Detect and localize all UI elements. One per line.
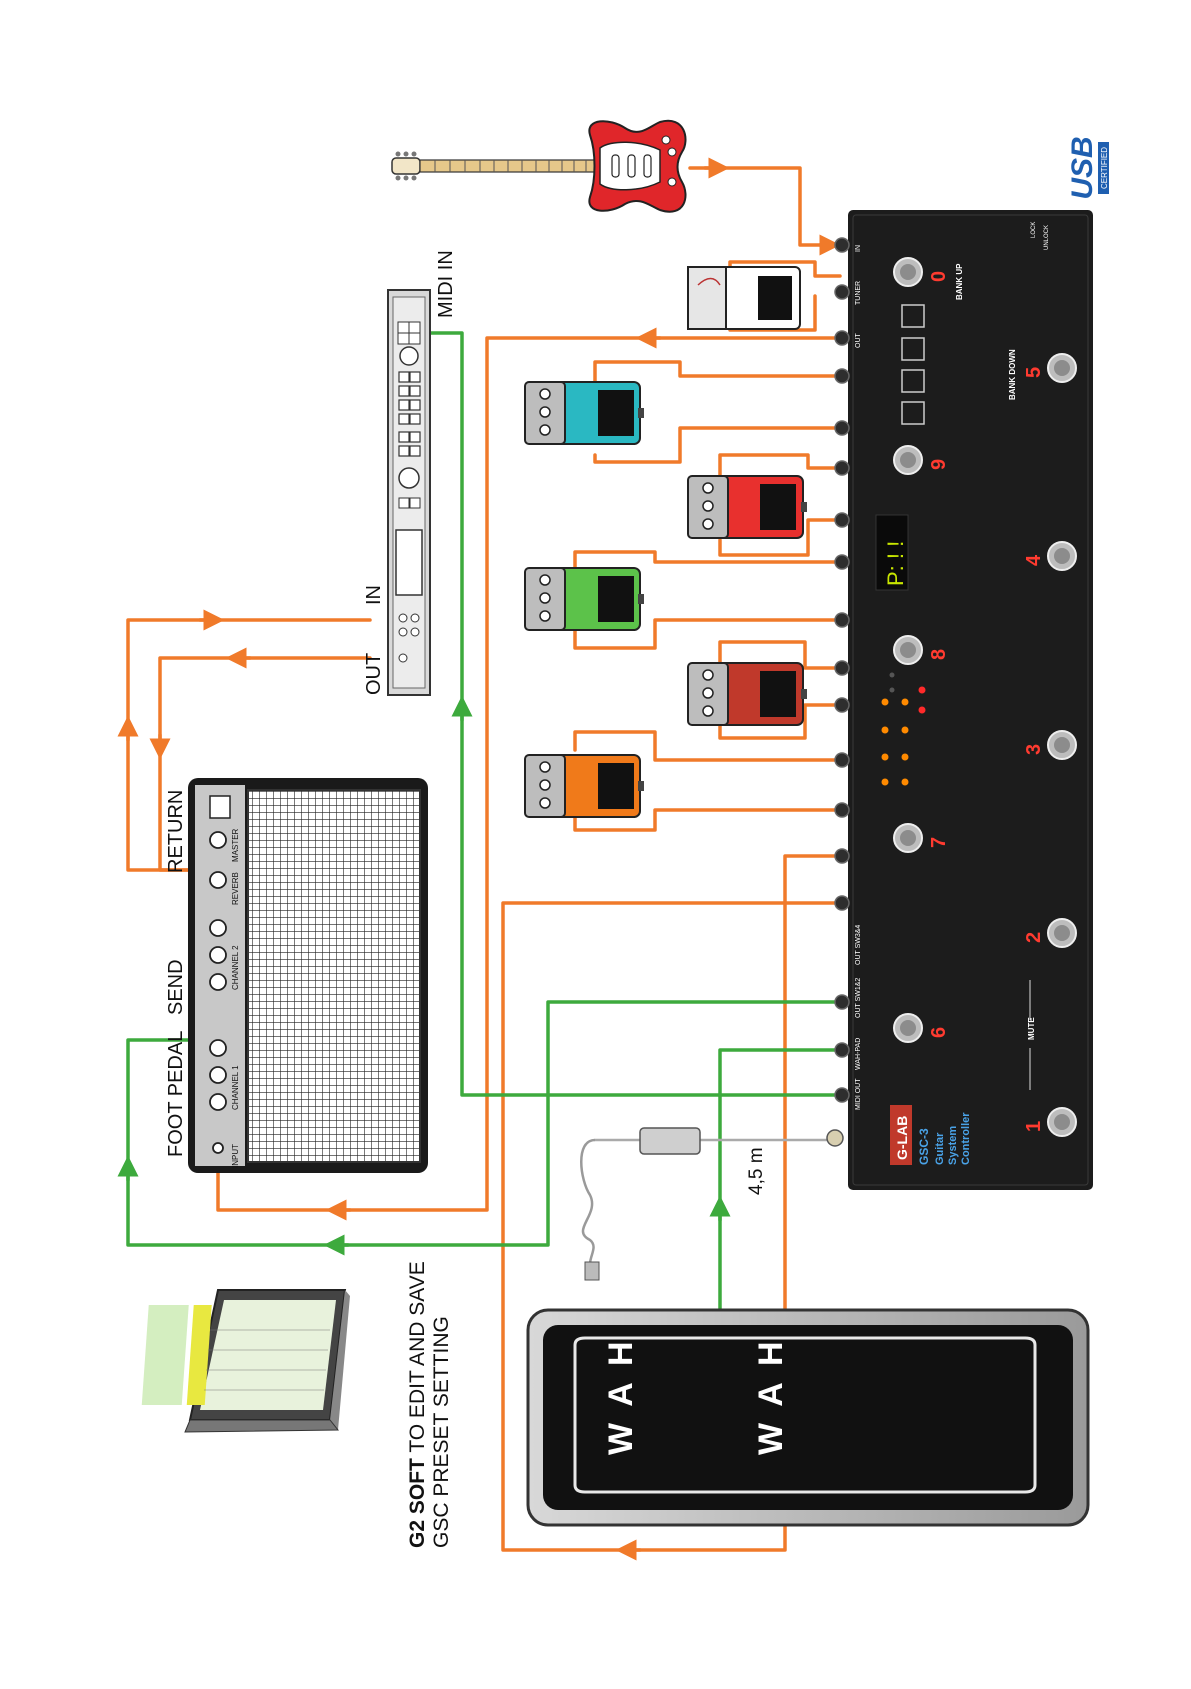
svg-text:6: 6 [928,1027,950,1038]
cable-out-to-amp-input [216,336,842,1212]
led-display-text: P: ! ! [883,541,908,586]
cable-guitar-to-in [688,166,842,247]
amp-reverb-label: REVERB [231,872,240,905]
lock-label: LOCK [1031,222,1037,238]
cable-loop5 [593,360,842,464]
svg-text:9: 9 [928,459,950,470]
jack-label-tuner: TUNER [855,281,862,305]
fx-out-label: OUT [363,653,385,695]
cable-wah-return [501,901,842,1552]
effect-pedal-green [524,567,644,631]
footswitch-0: 0 [893,257,950,287]
footswitch-9: 9 [893,445,950,475]
midi-effects-rack-unit [387,289,431,696]
controller-jacks [834,237,850,1103]
mute-label: MUTE [1027,1017,1036,1040]
footswitch-1: 1 [1023,1107,1077,1137]
svg-text:0: 0 [928,271,950,282]
footswitch-5: 5 [1023,353,1077,383]
svg-text:5: 5 [1023,367,1045,378]
software-caption-line2: GSC PRESET SETTING [430,1316,453,1548]
footswitch-3: 3 [1023,730,1077,760]
preset-indicator-boxes [901,304,925,425]
cables [117,157,842,1561]
svg-text:USB: USB [1066,136,1099,199]
svg-text:3: 3 [1023,744,1045,755]
effect-pedal-orange [524,754,644,818]
fx-in-label: IN [363,585,385,605]
jack-label-sw34: OUT SW3&4 [855,925,862,965]
guitar-amplifier: MASTER REVERB CHANNEL 2 CHANNEL 1 INPUT [188,778,428,1173]
footswitch-4: 4 [1023,541,1077,571]
amp-input-label: INPUT [231,1144,240,1168]
usb-certified-logo-top: USB CERTIFIED [1066,136,1109,200]
power-adapter [580,1127,844,1281]
svg-text:CERTIFIED: CERTIFIED [1100,147,1109,189]
cable-wah-send [783,854,842,1312]
amp-return-label: RETURN [165,790,187,873]
led-display: P: ! ! [875,514,909,591]
svg-text:8: 8 [928,649,950,660]
jack-label-wahpad: WAH-PAD [855,1038,862,1070]
footswitch-2: 2 [1023,918,1077,948]
wah-pad-pedal: W A H W A H [526,1308,1090,1527]
model-name-line3: Controller [960,1112,972,1165]
cable-arrows [117,157,841,1561]
effect-pedal-teal [524,381,644,445]
amp-channel2-label: CHANNEL 2 [231,945,240,990]
footswitch-6: 6 [893,1013,950,1043]
model-name-line2: System [947,1126,959,1165]
bank-down-label: BANK DOWN [1008,349,1017,400]
wah-text-top: W A H [602,1337,640,1455]
cable-length-label: 4,5 m [746,1147,767,1195]
amp-send-label: SEND [165,959,187,1015]
cable-tuner [728,260,842,332]
electric-guitar-illustration [391,119,687,213]
svg-text:G-LAB: G-LAB [894,1116,910,1160]
jack-label-midi-out: MIDI OUT [855,1078,862,1110]
cable-loop3 [573,550,842,650]
midi-in-label: MIDI IN [435,250,457,318]
laptop-with-software [141,1289,350,1433]
cable-fx-out-to-amp-return [158,656,372,872]
cable-loop2 [718,640,842,740]
jack-label-sw12: OUT SW1&2 [855,978,862,1018]
cable-loop4 [718,453,842,557]
effect-pedal-red [687,475,807,539]
jack-label-in: IN [855,245,862,252]
amp-master-label: MASTER [231,828,240,862]
gsc3-controller: IN TUNER OUT WAH-PAD MIDI OUT OUT SW3&4 … [834,210,1093,1190]
glab-logo: G-LAB [890,1105,912,1165]
status-leds [881,672,926,786]
svg-text:7: 7 [928,837,950,848]
svg-text:2: 2 [1023,932,1045,943]
svg-text:4: 4 [1023,554,1045,566]
software-caption-line1: G2 SOFT TO EDIT AND SAVE [406,1261,429,1548]
tuner-pedal [687,266,801,330]
model-name-line1: Guitar [934,1132,946,1165]
wah-text-bottom: W A H [752,1337,790,1455]
svg-text:1: 1 [1023,1121,1045,1132]
bank-up-label: BANK UP [955,263,964,300]
effect-pedal-dark-red [687,662,807,726]
model-label: GSC-3 [917,1128,931,1165]
footswitch-7: 7 [893,823,950,853]
cable-wahpad [718,1048,842,1312]
jack-label-out: OUT [855,333,862,349]
footswitch-8: 8 [893,635,950,665]
unlock-label: UNLOCK [1044,225,1050,250]
amp-channel1-label: CHANNEL 1 [231,1065,240,1110]
amp-foot-pedal-label: FOOT PEDAL [165,1031,187,1157]
cable-loop1 [573,730,842,832]
